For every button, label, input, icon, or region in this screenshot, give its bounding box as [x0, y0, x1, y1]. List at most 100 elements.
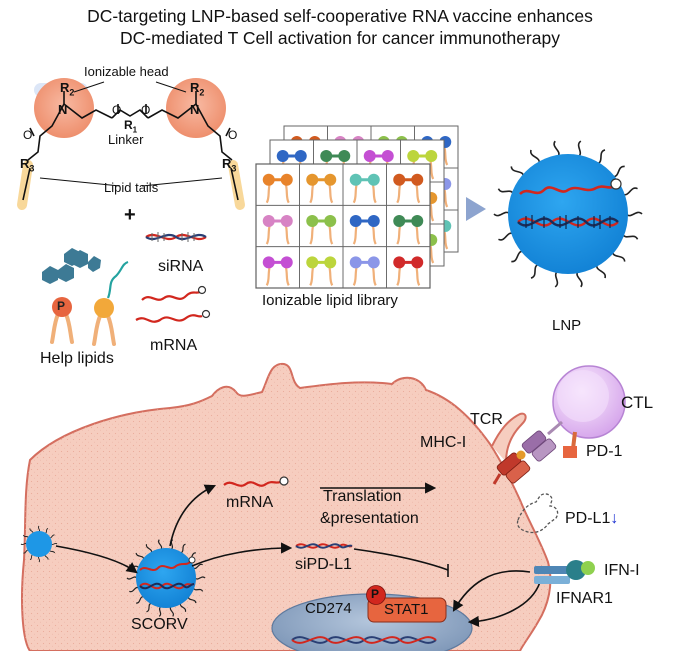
library-lipid-head — [349, 256, 362, 269]
lnp-mrna-cap — [610, 178, 622, 190]
peg-chain — [493, 211, 511, 217]
library-lipid-head — [407, 149, 420, 162]
pdl1-text: PD-L1 — [565, 510, 611, 527]
stat1-phospho-badge — [366, 585, 386, 605]
library-lipid-head — [411, 173, 424, 186]
lipid-tail-right-highlight — [228, 160, 245, 210]
library-lipid-head — [280, 256, 293, 269]
r3-right-label: R3 — [222, 156, 237, 174]
ifnar1-receptor — [534, 560, 595, 584]
peg-chain — [596, 149, 606, 165]
library-lipid-head — [306, 173, 319, 186]
peg-chain — [625, 211, 643, 217]
peg-chain — [510, 166, 525, 177]
scorv-label: SCORV — [131, 616, 188, 633]
stat1-label: STAT1 — [384, 601, 429, 618]
translation-label: Translation — [323, 488, 402, 505]
incoming-lnp — [20, 525, 58, 563]
dendritic-cell — [21, 362, 552, 651]
presentation-label: &presentation — [320, 510, 419, 527]
r2-right-subscript: 2 — [199, 87, 205, 98]
cell-mrna-glyph — [223, 476, 289, 487]
peg-chain — [530, 149, 541, 164]
pdl1-label: PD-L1↓ — [565, 510, 618, 528]
library-cell — [386, 246, 431, 289]
r1-subscript: 1 — [132, 125, 138, 135]
library-lipid-head — [393, 256, 406, 269]
nitrogen-right-label: N — [190, 102, 200, 117]
phospholipid-icon — [50, 297, 74, 344]
library-lipid-head — [367, 256, 380, 269]
ionizable-head-label: Ionizable head — [84, 64, 169, 79]
mrna-glyph-bottom — [135, 309, 211, 323]
phospholipid-p-badge: P — [57, 299, 66, 313]
library-lipid-head — [280, 173, 293, 186]
scorv-particle — [126, 539, 206, 617]
ionizable-lipid-structure — [17, 78, 245, 210]
cell-dendrite-right — [491, 412, 527, 463]
r2-left-label: R2 — [60, 80, 75, 98]
tcr-label: TCR — [470, 411, 503, 428]
lnp-mrna — [519, 184, 615, 196]
sirna-label: siRNA — [158, 258, 204, 275]
pd1-receptor — [563, 446, 577, 458]
lnp-sirna — [517, 215, 619, 229]
library-lipid-head — [381, 149, 394, 162]
stat1-p-badge: P — [371, 587, 380, 601]
library-lipid-head — [262, 256, 275, 269]
ionizable-head-right — [166, 78, 226, 138]
library-lipid-head — [324, 256, 337, 269]
library-lipid-head — [367, 215, 380, 228]
peg-lipid-icon — [92, 260, 129, 346]
cell-sipdl1-glyph — [295, 543, 353, 549]
ifnar1-label: IFNAR1 — [556, 590, 613, 607]
library-lipid-head — [262, 215, 275, 228]
peg-chain — [498, 232, 514, 241]
library-lipid-head — [425, 149, 438, 162]
library-lipid-head — [280, 215, 293, 228]
oxygen-left-label: O — [112, 103, 122, 117]
peg-chain — [511, 250, 524, 263]
pd1-label: PD-1 — [586, 443, 623, 460]
library-lipid-head — [276, 149, 289, 162]
r3-left-subscript: 3 — [29, 163, 35, 174]
peg-chain — [497, 188, 515, 195]
oxygen-tail-left-label: O — [23, 128, 33, 142]
ctl-label: CTL — [621, 393, 654, 412]
peg-chain — [622, 187, 638, 196]
r1-label: R1 — [124, 118, 138, 135]
r3-left-label: R3 — [20, 156, 35, 174]
library-lipid-head — [338, 149, 351, 162]
library-sheet-front-grid — [255, 163, 431, 289]
mrna-glyph-top — [141, 285, 207, 301]
chemical-bonds — [22, 91, 239, 201]
figure-title-line1: DC-targeting LNP-based self-cooperative … — [87, 6, 593, 26]
library-lipid-head — [393, 215, 406, 228]
library-lipid-head — [363, 149, 376, 162]
library-lipid-head — [367, 173, 380, 186]
mhc-i-complex — [492, 450, 531, 485]
peg-chain — [576, 270, 583, 288]
ionizable-head-left — [34, 78, 94, 138]
peg-chain — [554, 270, 559, 288]
library-lipid-head — [411, 215, 424, 228]
cholesterol-icon — [42, 248, 101, 284]
library-lipid-head — [294, 149, 307, 162]
mhc-i-label: MHC-I — [420, 434, 467, 451]
ctl-cell — [492, 365, 626, 485]
sirna-glyph — [145, 232, 207, 242]
library-lipid-head — [324, 173, 337, 186]
library-label: Ionizable lipid library — [262, 292, 398, 309]
ifn-i-label: IFN-I — [604, 562, 640, 579]
peg-chain — [577, 140, 582, 158]
library-lipid-head — [306, 215, 319, 228]
peg-chain — [530, 263, 540, 279]
library-lipid-head — [262, 173, 275, 186]
linker-label: Linker — [108, 132, 144, 147]
r3-right-subscript: 3 — [231, 163, 237, 174]
lnp-core — [508, 154, 628, 274]
peg-chain — [621, 233, 639, 240]
peg-chain — [595, 264, 606, 279]
library-lipid-head — [411, 256, 424, 269]
